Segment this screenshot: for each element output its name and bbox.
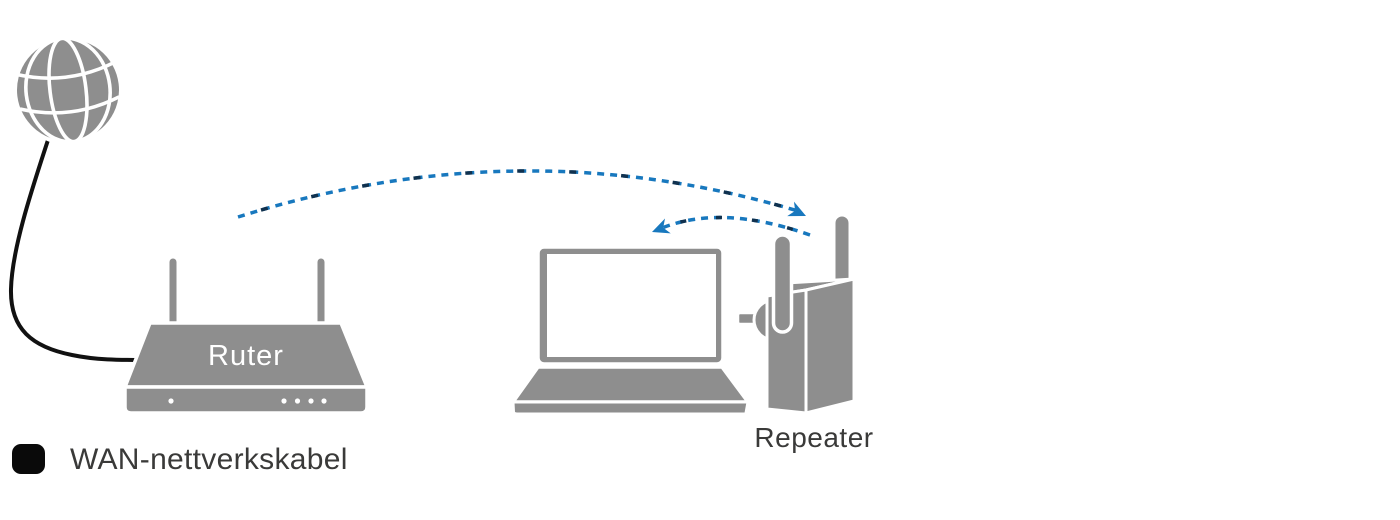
repeater-label: Repeater: [754, 422, 873, 453]
router-icon: Ruter: [123, 255, 369, 415]
laptop-screen: [547, 254, 716, 357]
legend-label: WAN-nettverkskabel: [70, 443, 348, 476]
globe-icon: [13, 35, 123, 145]
repeater-icon: Repeater: [736, 213, 873, 453]
router-leds: [168, 398, 327, 404]
wifi-arrowhead-left: [652, 218, 671, 234]
legend: WAN-nettverkskabel: [12, 443, 348, 476]
wifi-arc-repeater-to-laptop: [652, 215, 811, 237]
router-label: Ruter: [208, 340, 284, 372]
wifi-arc-router-to-repeater: [237, 169, 806, 219]
wan-cable: [8, 138, 147, 362]
legend-swatch-wan-cable: [12, 444, 45, 474]
wifi-arrowhead-right: [787, 201, 806, 217]
laptop-icon: [511, 245, 750, 416]
